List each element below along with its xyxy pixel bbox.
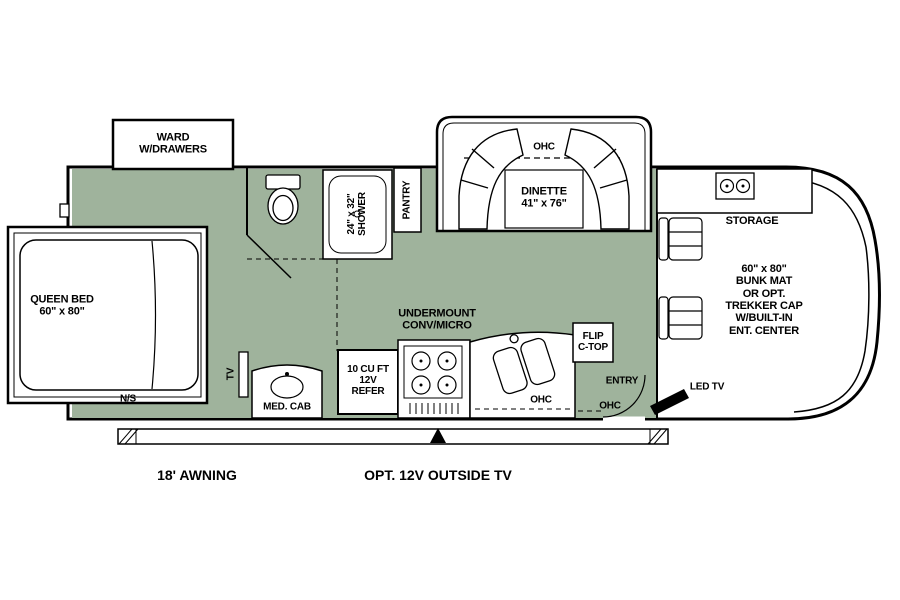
vanity-faucet-icon bbox=[285, 372, 289, 376]
night-stand-label: N/S bbox=[119, 393, 137, 405]
driver-seat bbox=[658, 217, 703, 261]
outside-tv-label: OPT. 12V OUTSIDE TV bbox=[364, 467, 512, 484]
queen-bed-seam bbox=[151, 240, 157, 390]
windshield-line bbox=[789, 178, 870, 413]
refrigerator bbox=[337, 349, 399, 415]
conv-micro-label: UNDERMOUNT CONV/MICRO bbox=[398, 307, 476, 332]
pantry-cabinet bbox=[393, 167, 422, 233]
bedroom-tv-icon bbox=[238, 351, 249, 398]
bunk-label: 60" x 80" BUNK MAT OR OPT. TREKKER CAP W… bbox=[725, 263, 803, 337]
bedroom-tv-label: TV bbox=[225, 367, 237, 381]
led-tv-icon bbox=[650, 389, 689, 415]
toilet-icon bbox=[265, 174, 301, 225]
flip-ctop-label: FLIP C-TOP bbox=[578, 330, 608, 353]
bath-door bbox=[246, 234, 292, 279]
dinette-slideout-inner bbox=[442, 122, 646, 231]
awning-label: 18' AWNING bbox=[157, 467, 237, 484]
shower-stall bbox=[322, 169, 393, 260]
led-tv-label: LED TV bbox=[689, 381, 725, 393]
entry-label: ENTRY bbox=[605, 375, 639, 387]
kitchen-sink-icon bbox=[492, 334, 556, 395]
awning-bar bbox=[117, 428, 669, 445]
kitchen-ohc-label: OHC bbox=[530, 394, 552, 406]
queen-slideout-inner bbox=[13, 232, 202, 398]
med-cab-label: MED. CAB bbox=[263, 401, 311, 413]
ward-label: WARD W/DRAWERS bbox=[139, 131, 207, 156]
refer-label: 10 CU FT 12V REFER bbox=[347, 364, 389, 398]
entry-door-swing bbox=[602, 374, 646, 418]
storage-label: STORAGE bbox=[725, 214, 779, 227]
ward-slideout bbox=[111, 118, 235, 171]
flip-ctop-counter bbox=[572, 322, 614, 363]
range-cooktop bbox=[397, 339, 471, 419]
vanity-sink-icon bbox=[270, 375, 304, 399]
outside-tv-marker bbox=[430, 428, 446, 443]
dinette-label: DINETTE 41" x 76" bbox=[521, 185, 567, 210]
dinette-seat-right bbox=[564, 128, 630, 230]
clearance-marker bbox=[59, 203, 70, 218]
dinette-table bbox=[504, 169, 584, 229]
cooktop-icon bbox=[715, 172, 755, 200]
dinette-ohc-label: OHC bbox=[533, 141, 555, 153]
pantry-label: PANTRY bbox=[401, 180, 413, 220]
queen-bed-label: QUEEN BED 60" x 80" bbox=[30, 293, 94, 318]
dinette-seat-left bbox=[458, 128, 524, 230]
entry-ohc-label: OHC bbox=[599, 400, 621, 412]
passenger-seat bbox=[658, 296, 703, 340]
queen-bed bbox=[19, 239, 199, 391]
shower-label: 24" x 32" SHOWER bbox=[345, 192, 368, 236]
